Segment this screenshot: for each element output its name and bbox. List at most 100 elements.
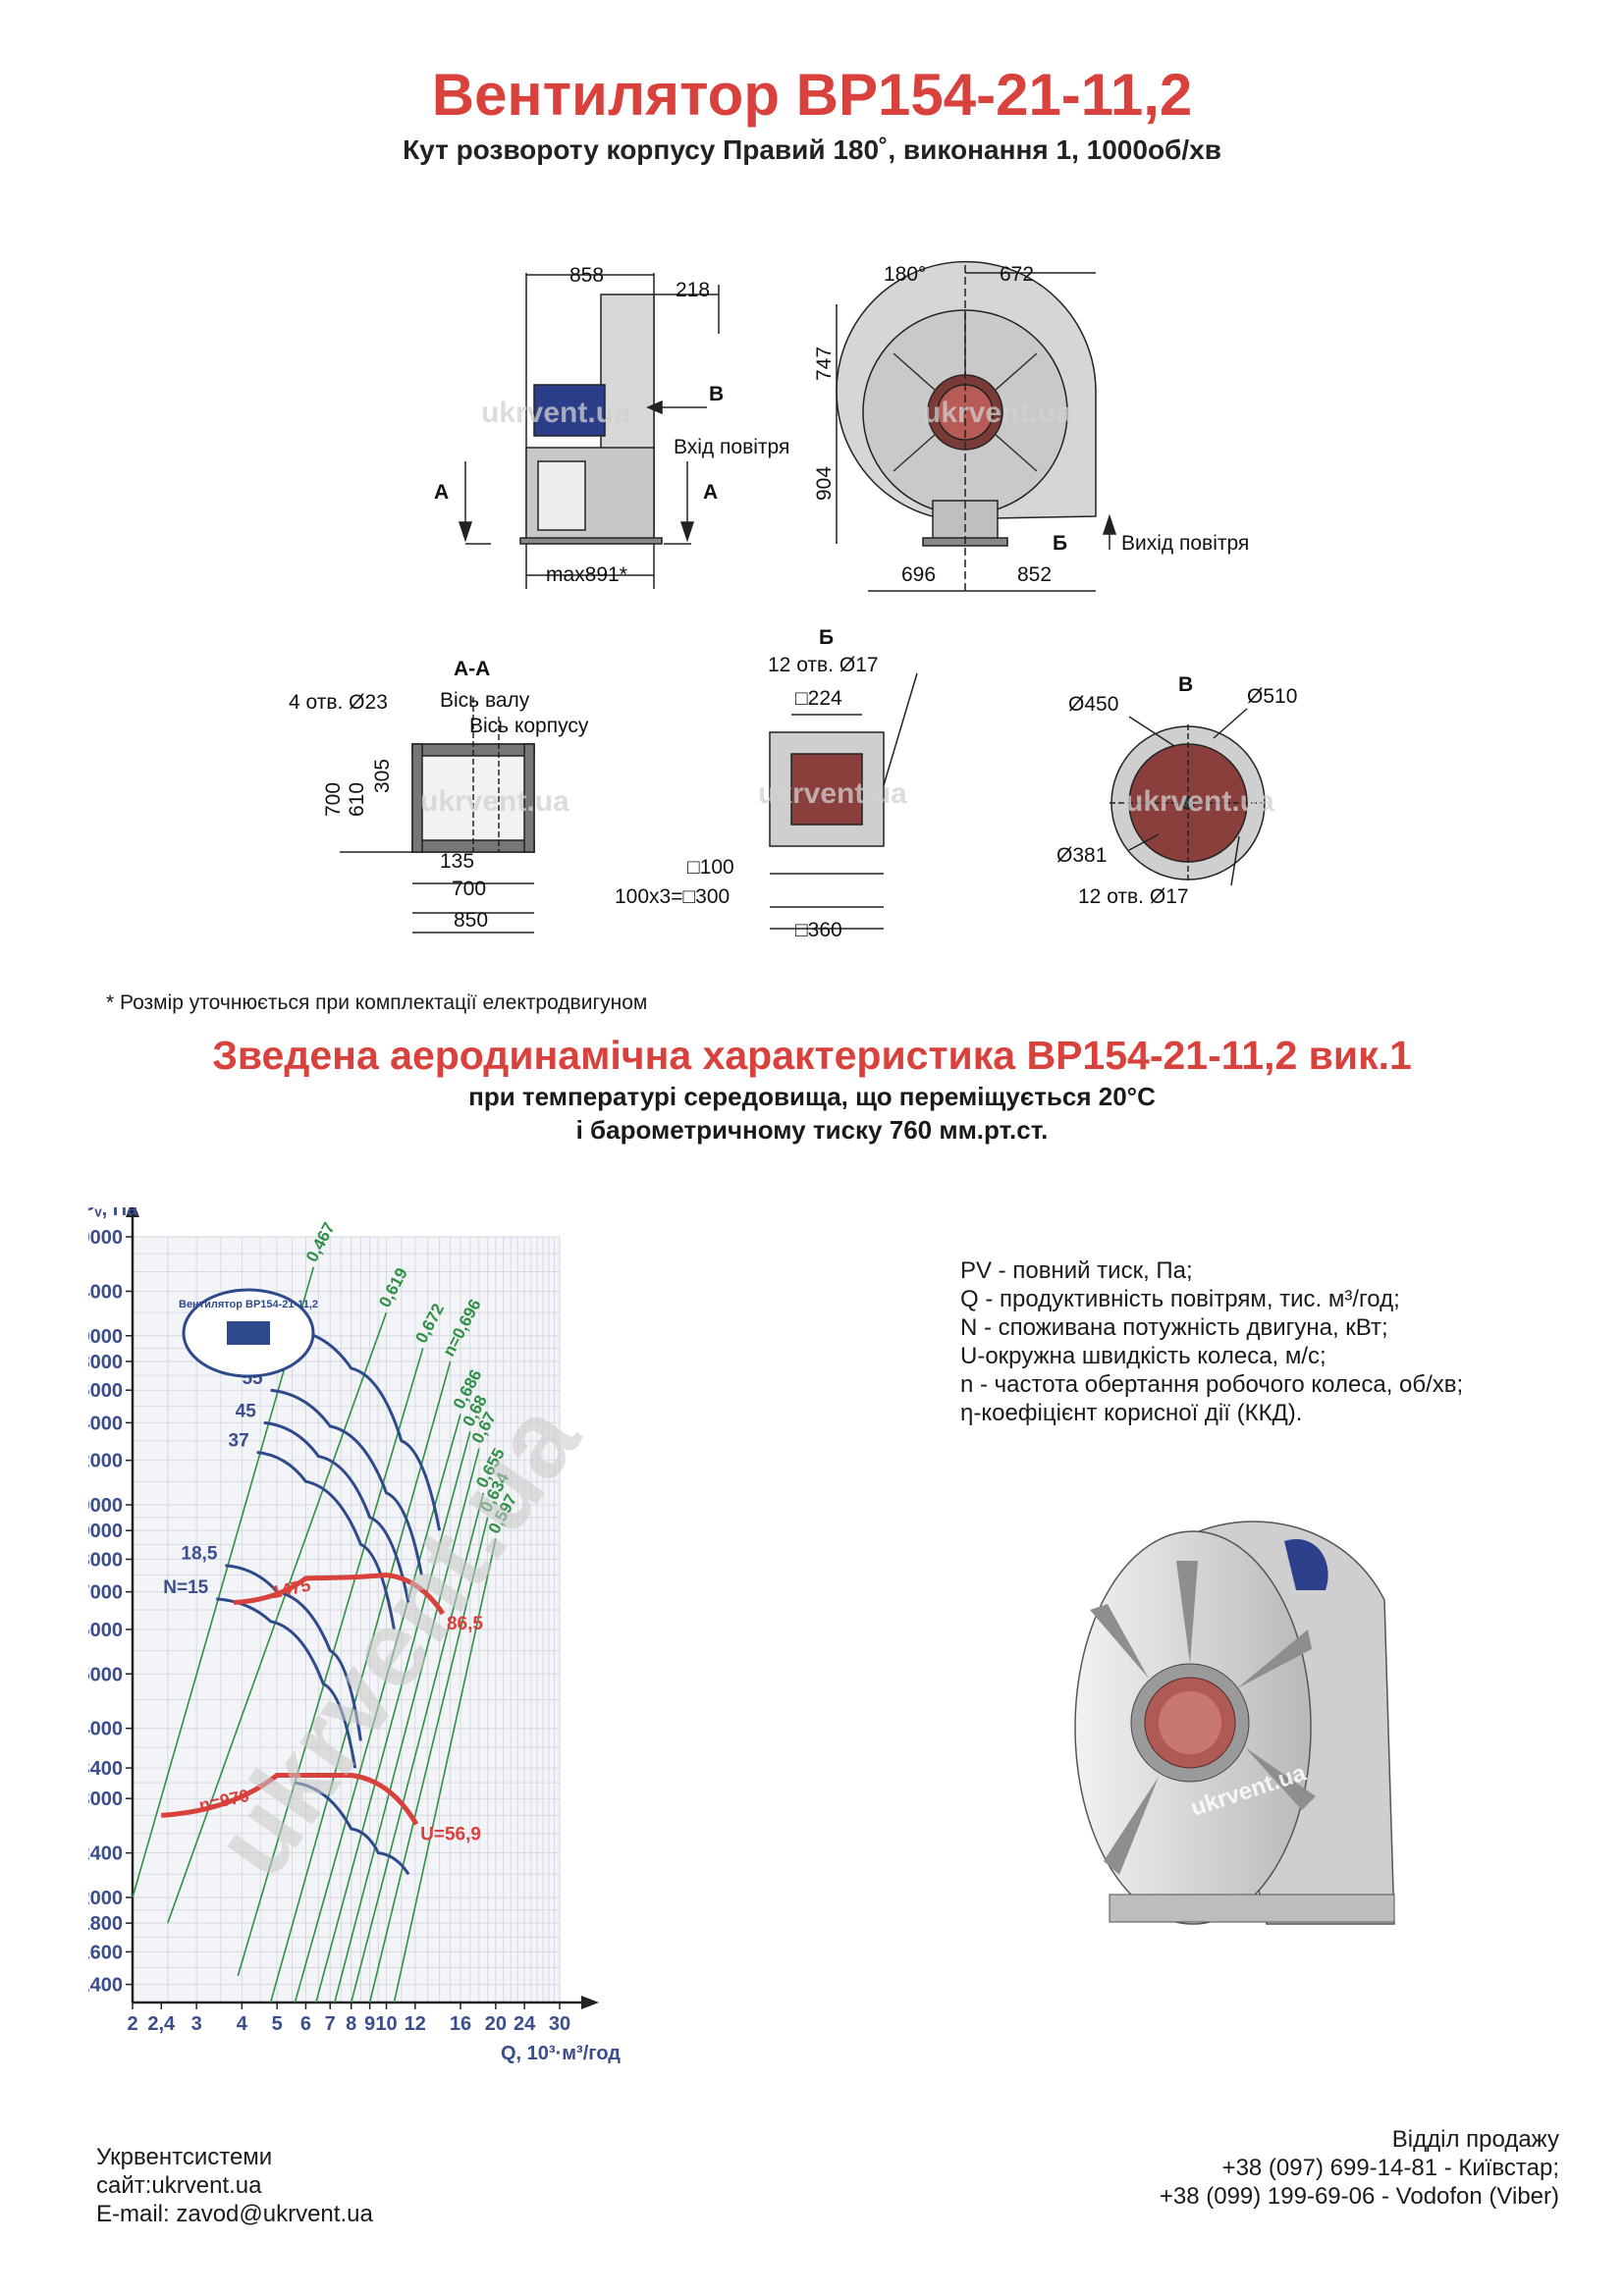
y-tick-label: 20000	[88, 1326, 123, 1348]
dim-747: 747	[813, 347, 836, 381]
power-curve-label: 37	[229, 1431, 249, 1452]
x-tick-label: 8	[346, 2013, 356, 2035]
watermark-1: ukrvent.ua	[481, 397, 630, 429]
dim-max891: max891*	[546, 563, 627, 586]
section-subtitle-2: і барометричному тиску 760 мм.рт.ст.	[575, 1115, 1049, 1145]
dim-180deg: 180°	[884, 263, 926, 286]
x-tick-label: 5	[272, 2013, 283, 2035]
label-holes-d23: 4 отв. Ø23	[289, 691, 388, 714]
x-tick-label: 3	[191, 2013, 202, 2035]
footer-company: Укрвентсистеми	[96, 2144, 273, 2170]
emblem-text: Вентилятор ВР154-21-11,2	[179, 1299, 318, 1310]
x-tick-label: 16	[450, 2013, 471, 2035]
page-subtitle: Кут розвороту корпусу Правий 180˚, викон…	[403, 134, 1221, 165]
x-tick-label: 12	[405, 2013, 426, 2035]
front-view-drawing	[836, 260, 1117, 592]
y-tick-label: 9000	[88, 1521, 123, 1542]
label-housing-axis: Вісь корпусу	[469, 715, 589, 737]
technical-drawings: 858 218 max891* В Вхід повітря А А 180° …	[289, 260, 1297, 941]
power-curve	[263, 1420, 410, 1603]
fan-illustration: ukrvent.ua	[1074, 1521, 1395, 1925]
power-curve	[225, 1564, 362, 1741]
outlet-b-title: Б	[819, 626, 834, 649]
power-curve	[270, 1388, 423, 1575]
y-tick-label: 10000	[88, 1495, 123, 1517]
legend-n: N - споживана потужність двигуна, кВт;	[960, 1314, 1388, 1341]
dim-aa-700v: 700	[322, 782, 345, 817]
power-curve	[216, 1597, 357, 1769]
label-view-b: В	[709, 383, 724, 405]
inlet-flange-drawing	[1110, 708, 1267, 886]
inlet-v-title: В	[1178, 673, 1193, 696]
section-title: Зведена аеродинамічна характеристика ВР1…	[212, 1033, 1412, 1078]
dim-696: 696	[901, 563, 936, 586]
efficiency-line	[269, 1361, 452, 2003]
label-air-outlet: Вихід повітря	[1121, 532, 1249, 555]
y-tick-label: 5000	[88, 1664, 123, 1685]
y-axis-title: Pᵥ, Па	[88, 1207, 138, 1220]
legend-pv: PV - повний тиск, Па;	[960, 1257, 1193, 1284]
watermark-4: ukrvent.ua	[758, 777, 907, 810]
x-axis-title: Q, 10³·м³/год	[501, 2043, 621, 2064]
y-tick-label: 8000	[88, 1549, 123, 1571]
speed-curve	[161, 1773, 419, 1826]
y-tick-label: 2400	[88, 1843, 123, 1865]
power-curve-label: N=15	[163, 1577, 208, 1598]
footer-sales-block: Відділ продажу +38 (097) 699-14-81 - Киї…	[1160, 2125, 1559, 2211]
dim-858: 858	[569, 264, 604, 287]
label-section-a-left: А	[434, 481, 449, 504]
manufacturer-emblem: Вентилятор ВР154-21-11,2	[179, 1288, 318, 1378]
dim-outlet-300: 100х3=□300	[615, 885, 730, 908]
dim-aa-700h: 700	[452, 878, 486, 900]
footer-phone-2[interactable]: +38 (099) 199-69-06 - Vodofon (Viber)	[1159, 2183, 1559, 2210]
label-inlet-holes: 12 отв. Ø17	[1078, 885, 1189, 908]
y-tick-label: 16000	[88, 1380, 123, 1402]
watermark-5: ukrvent.ua	[1125, 785, 1274, 818]
chart-legend: PV - повний тиск, Па; Q - продуктивність…	[960, 1256, 1463, 1427]
y-tick-label: 7000	[88, 1582, 123, 1604]
x-tick-label: 30	[549, 2013, 570, 2035]
footer-site[interactable]: сайт:ukrvent.ua	[96, 2172, 262, 2199]
efficiency-line	[334, 1448, 480, 2003]
y-tick-label: 3400	[88, 1758, 123, 1780]
dim-aa-135: 135	[440, 850, 474, 873]
y-tick-label: 18000	[88, 1352, 123, 1373]
y-tick-label: 6000	[88, 1620, 123, 1641]
power-curve	[295, 1781, 410, 1876]
x-axis-arrow	[581, 1996, 599, 2009]
x-tick-label: 20	[485, 2013, 507, 2035]
y-tick-label: 1600	[88, 1942, 123, 1963]
aerodynamic-chart: 22,4345678910121620243030000240002000018…	[88, 1207, 621, 2064]
dim-218: 218	[676, 279, 710, 301]
x-tick-label: 24	[514, 2013, 536, 2035]
page-title: Вентилятор ВР154-21-11,2	[431, 62, 1193, 128]
footnote: * Розмір уточнюється при комплектації ел…	[106, 991, 648, 1014]
dim-inlet-381: Ø381	[1056, 844, 1107, 867]
watermarks: ukrvent.ua ukrvent.ua ukrvent.ua ukrvent…	[420, 397, 1274, 818]
efficiency-line	[350, 1492, 485, 2003]
efficiency-line	[294, 1414, 461, 2003]
fan-housing	[1074, 1521, 1395, 1925]
footer-email[interactable]: E-mail: zavod@ukrvent.ua	[96, 2201, 373, 2227]
speed-curve-end-label: U=56,9	[420, 1824, 481, 1844]
x-tick-label: 2	[127, 2013, 137, 2035]
y-tick-label: 2000	[88, 1888, 123, 1909]
y-tick-label: 1800	[88, 1913, 123, 1935]
y-tick-label: 12000	[88, 1451, 123, 1472]
x-tick-label: 7	[325, 2013, 336, 2035]
efficiency-line	[237, 1348, 424, 1977]
watermark-3: ukrvent.ua	[420, 785, 569, 818]
efficiency-line	[132, 1266, 315, 1898]
x-tick-label: 6	[300, 2013, 311, 2035]
speed-curve	[233, 1572, 446, 1616]
x-tick-label: 2,4	[147, 2013, 176, 2035]
efficiency-line	[315, 1431, 471, 2003]
x-tick-label: 10	[375, 2013, 397, 2035]
chart-grid	[132, 1236, 561, 2003]
dim-aa-610: 610	[346, 782, 368, 817]
power-curve-label: 18,5	[181, 1544, 217, 1565]
footer-phone-1[interactable]: +38 (097) 699-14-81 - Київстар;	[1221, 2155, 1559, 2181]
dim-inlet-510: Ø510	[1247, 685, 1297, 708]
